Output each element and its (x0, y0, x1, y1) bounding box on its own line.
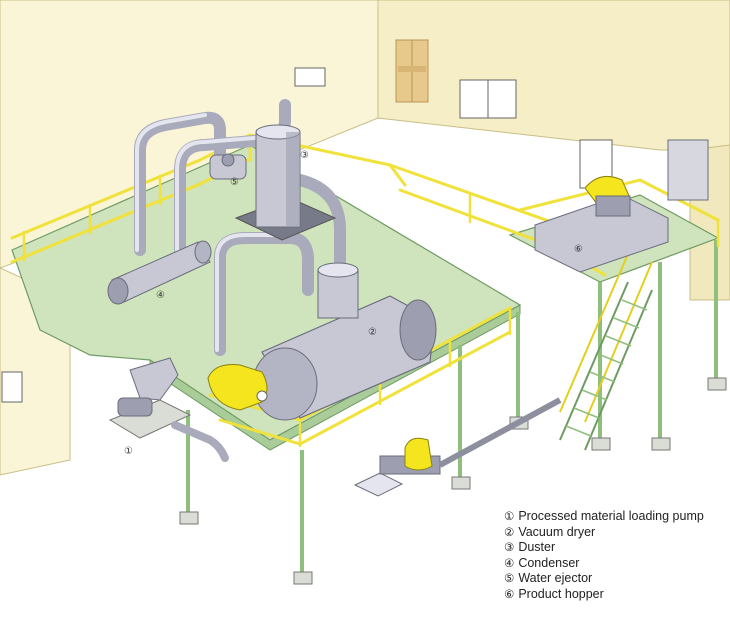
building-walls (0, 0, 730, 476)
stair-stringer-left (559, 281, 629, 441)
condenser-end-cap (107, 277, 129, 305)
door-kickplate (398, 66, 426, 72)
pipe-duster-to-dryer (294, 174, 346, 276)
equipment-markers: ① ② ③ ④ ⑤ ⑥ (124, 150, 583, 457)
stair-stringer-right (584, 289, 653, 451)
marker-duster: ③ (300, 150, 309, 161)
footing-2 (293, 571, 313, 585)
hopper-side-panel (667, 139, 709, 201)
hopper-screw-housing (595, 195, 631, 217)
door-and-windows (1, 39, 613, 403)
legend-number: ③ (504, 540, 515, 555)
conveyor-box (353, 472, 404, 497)
dryer-drive-hub (256, 390, 268, 402)
stair-rail-left (559, 253, 629, 413)
dryer-dome-top (317, 262, 359, 278)
legend-label: Condenser (518, 555, 580, 570)
marker-product-hopper: ⑥ (574, 244, 583, 255)
marker-water-ejector: ⑤ (230, 177, 239, 188)
hopper-footing-2 (651, 437, 671, 451)
pipe-dryer-vent (214, 232, 314, 356)
marker-vacuum-dryer: ② (368, 327, 377, 338)
legend-label: Product hopper (518, 586, 604, 601)
legend-number: ④ (504, 555, 515, 570)
condenser-far-cap (194, 240, 212, 264)
dryer-motor-cover (207, 364, 268, 411)
vacuum-dryer (207, 262, 437, 421)
product-hopper (534, 139, 709, 273)
duster-shadow (286, 132, 300, 227)
legend-label: Duster (518, 540, 556, 555)
legend-number: ② (504, 524, 515, 539)
railing-hopper-top (518, 178, 720, 222)
condenser (107, 240, 212, 305)
pump-motor (117, 397, 153, 417)
legend-number: ⑤ (504, 571, 515, 586)
legend-label: Processed material loading pump (518, 509, 704, 523)
legend-label: Vacuum dryer (518, 524, 596, 539)
leg-footings (179, 416, 529, 585)
hopper-footings (591, 377, 727, 451)
legend-number: ① (504, 509, 515, 523)
legend-label: Water ejector (518, 571, 593, 586)
marker-loading-pump: ① (124, 446, 133, 457)
stairway (559, 253, 653, 451)
legend-number: ⑥ (504, 586, 515, 601)
process-piping (134, 99, 346, 356)
pipe-condenser-to-ejector (134, 111, 226, 256)
window-left-back (294, 67, 326, 87)
ejector-nozzle (221, 153, 235, 167)
conveyor-motor-cover (404, 437, 433, 471)
back-wall-right (377, 0, 730, 151)
duster (234, 124, 337, 241)
stair-rail-right (584, 261, 653, 423)
discharge-conveyor (353, 397, 562, 497)
loading-pump (108, 357, 229, 462)
footing-3 (451, 476, 471, 490)
window-left-wall (1, 371, 23, 403)
water-ejector (209, 153, 247, 180)
hopper-footing-1 (591, 437, 611, 451)
pump-discharge-pipe (171, 421, 229, 462)
footing-1 (179, 511, 199, 525)
marker-condenser: ④ (156, 290, 165, 301)
hopper-footing-3 (707, 377, 727, 391)
pump-hopper (129, 357, 179, 401)
dryer-rear-head (399, 299, 437, 361)
conveyor-return-duct (438, 397, 562, 468)
stair-treads (565, 299, 648, 437)
